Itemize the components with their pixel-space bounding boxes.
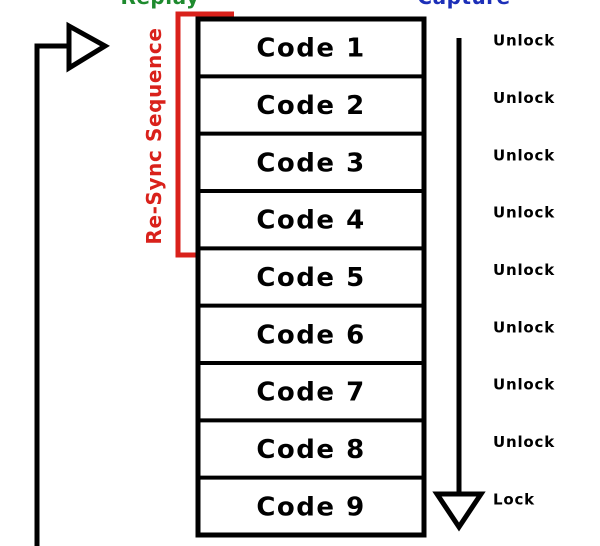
code-cell-label: Code 6 — [256, 320, 365, 350]
code-cell-label: Code 2 — [256, 91, 365, 121]
code-cell-label: Code 9 — [256, 492, 365, 522]
replay-arrowhead-icon — [66, 21, 110, 73]
unlock-status-label: Unlock — [493, 204, 555, 222]
code-cell-label: Code 1 — [256, 34, 365, 64]
unlock-status-label: Unlock — [493, 376, 555, 394]
code-stack: Code 1 Code 2 Code 3 Code 4 Code 5 Code 6 Code… — [195, 16, 427, 538]
code-cell-label: Code 3 — [256, 148, 365, 178]
capture-label: Capture — [417, 0, 510, 9]
lock-status-label: Lock — [493, 490, 535, 508]
unlock-status-label: Unlock — [493, 89, 555, 107]
replay-loop-line — [34, 43, 68, 546]
unlock-status-label: Unlock — [493, 318, 555, 336]
unlock-status-label: Unlock — [493, 261, 555, 279]
replay-label: Replay — [120, 0, 199, 9]
code-cell-label: Code 8 — [256, 435, 365, 465]
code-cell-label: Code 4 — [256, 206, 365, 236]
code-stack-frame — [195, 16, 427, 538]
unlock-status-label: Unlock — [493, 32, 555, 50]
capture-direction-arrow — [432, 38, 486, 532]
unlock-status-label: Unlock — [493, 146, 555, 164]
capture-arrowhead-icon — [432, 491, 486, 532]
resync-sequence-label: Re-Sync Sequence — [142, 27, 166, 244]
unlock-status-label: Unlock — [493, 433, 555, 451]
replay-loop-arrow — [34, 21, 110, 546]
status-column: UnlockUnlockUnlockUnlockUnlockUnlockUnlo… — [493, 32, 555, 509]
code-cell-label: Code 7 — [256, 378, 365, 408]
code-cell-label: Code 5 — [256, 263, 365, 293]
